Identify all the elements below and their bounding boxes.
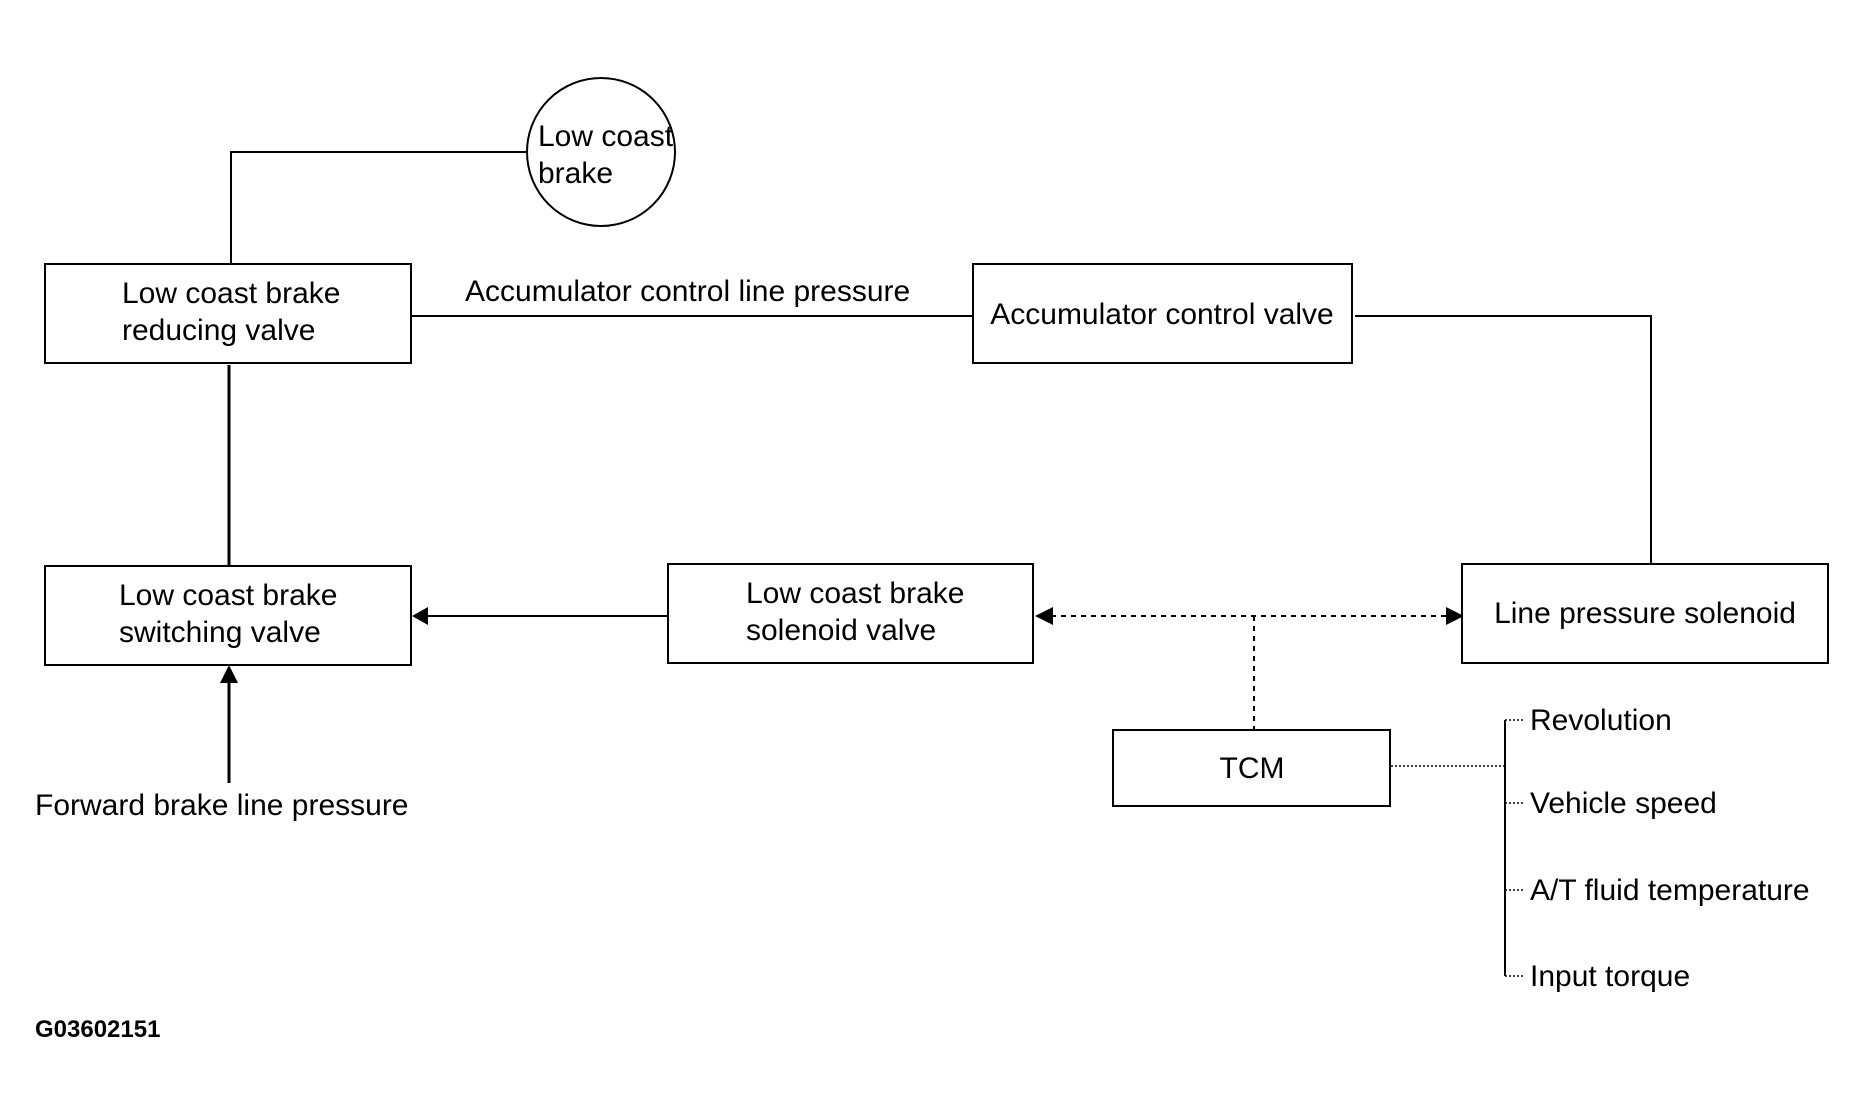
low-coast-brake-label-line2: brake — [538, 157, 613, 190]
low-coast-brake-node: Low coast brake — [526, 77, 676, 227]
tcm-input-fluid-temperature: A/T fluid temperature — [1530, 874, 1810, 907]
tcm-input-vehicle-speed: Vehicle speed — [1530, 787, 1717, 820]
arrowhead-into-switching-valve — [412, 607, 428, 625]
line-brake-to-reducing-valve — [230, 151, 527, 264]
switching-valve-node: Low coast brake switching valve — [44, 565, 412, 666]
forward-brake-line-pressure-label: Forward brake line pressure — [35, 789, 409, 822]
accumulator-control-valve-label: Accumulator control valve — [990, 298, 1333, 331]
reducing-valve-label-line2: reducing valve — [122, 314, 315, 347]
arrowhead-signal-to-solenoid-valve — [1035, 607, 1053, 625]
tcm-input-revolution: Revolution — [1530, 704, 1672, 737]
accumulator-control-line-pressure-label: Accumulator control line pressure — [465, 275, 910, 308]
reducing-valve-node: Low coast brake reducing valve — [44, 263, 412, 364]
tcm-label: TCM — [1220, 752, 1285, 785]
reducing-valve-label-line1: Low coast brake — [122, 277, 340, 310]
solenoid-valve-node: Low coast brake solenoid valve — [667, 563, 1034, 664]
arrowhead-forward-brake-pressure — [220, 665, 238, 683]
tcm-input-torque: Input torque — [1530, 960, 1690, 993]
tcm-node: TCM — [1112, 729, 1391, 807]
solenoid-valve-label-line1: Low coast brake — [746, 577, 964, 610]
switching-valve-label-line1: Low coast brake — [119, 579, 337, 612]
line-pressure-solenoid-label: Line pressure solenoid — [1494, 597, 1796, 630]
switching-valve-label-line2: switching valve — [119, 616, 321, 649]
low-coast-brake-label-line1: Low coast — [538, 120, 674, 153]
solenoid-valve-label-line2: solenoid valve — [746, 614, 936, 647]
line-accumulator-to-line-pressure-solenoid — [1355, 315, 1652, 566]
figure-code: G03602151 — [35, 1016, 160, 1043]
line-pressure-solenoid-node: Line pressure solenoid — [1461, 563, 1829, 664]
arrowhead-signal-to-line-pressure-solenoid — [1446, 607, 1464, 625]
accumulator-control-valve-node: Accumulator control valve — [972, 263, 1353, 364]
